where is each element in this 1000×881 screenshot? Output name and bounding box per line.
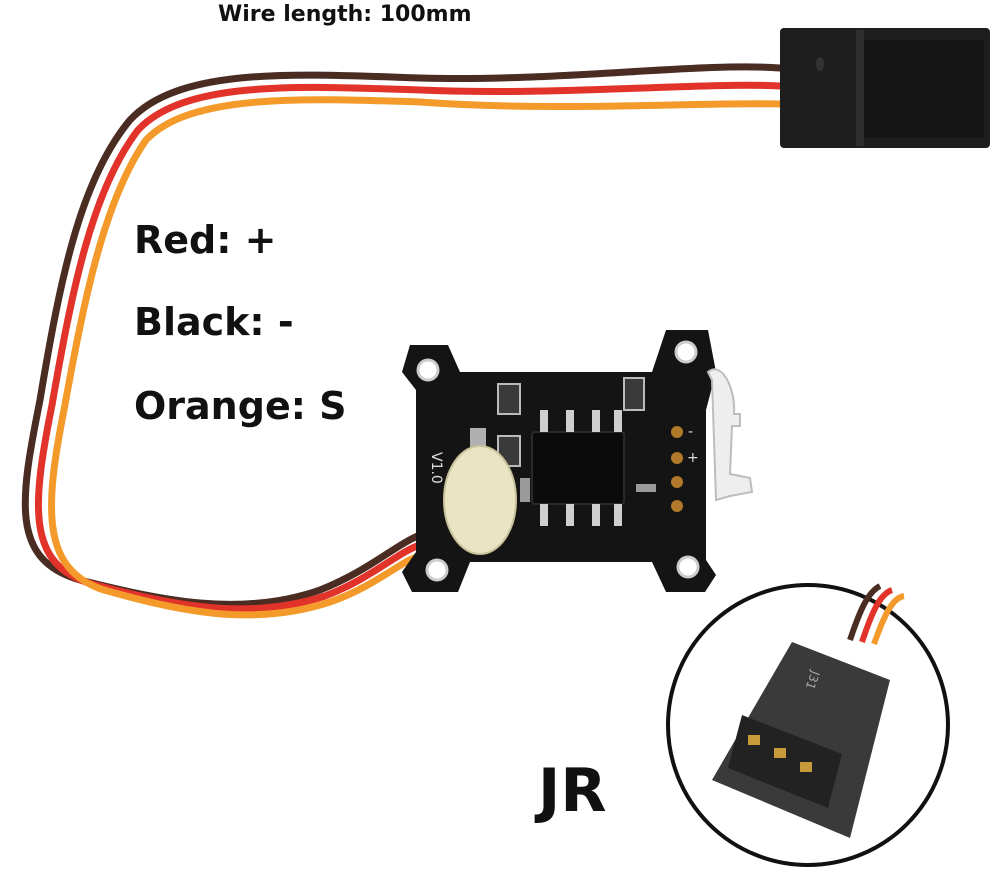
board-version-mark: V1.0 [428, 452, 444, 484]
legend-black-wire: Black: - [134, 300, 294, 344]
solder-pad [671, 452, 683, 464]
jr-pin [774, 748, 786, 758]
smd-part [470, 428, 486, 448]
jr-pin [800, 762, 812, 772]
wire-harness [21, 63, 784, 619]
orange-wire [48, 96, 784, 619]
board-plus-mark: + [687, 450, 699, 466]
ic-pin [566, 410, 574, 432]
wire-length-label: Wire length: 100mm [218, 2, 472, 27]
ic-pin [614, 504, 622, 526]
solder-pad [671, 476, 683, 488]
board-minus-mark: - [688, 424, 693, 440]
legend-red-wire: Red: + [134, 218, 277, 262]
ic-pin [566, 504, 574, 526]
smd-part [520, 478, 530, 502]
smd-part [623, 377, 645, 411]
white-gear [706, 368, 754, 502]
connector-inset: J31 [666, 583, 950, 867]
mount-hole [674, 340, 698, 364]
jr-pin [748, 735, 760, 745]
ic-pin [540, 410, 548, 432]
solder-pad [671, 500, 683, 512]
brown-wire [21, 63, 784, 608]
connector-code-mark: J31 [803, 668, 823, 691]
legend-orange-wire: Orange: S [134, 384, 347, 428]
connector-type-label: JR [538, 756, 607, 826]
ic-pin [540, 504, 548, 526]
pcb-board: V1.0 - + [402, 330, 754, 592]
mount-hole [676, 555, 700, 579]
ic-pin [592, 410, 600, 432]
smd-part [497, 383, 521, 415]
smd-part [636, 484, 656, 492]
solder-pad [671, 426, 683, 438]
jr-connector-plug [780, 28, 990, 148]
mount-hole [425, 558, 449, 582]
red-wire [34, 81, 784, 613]
ic-chip [531, 431, 625, 505]
ic-pin [592, 504, 600, 526]
ic-pin [614, 410, 622, 432]
glue-blob [443, 445, 517, 555]
mount-hole [416, 358, 440, 382]
